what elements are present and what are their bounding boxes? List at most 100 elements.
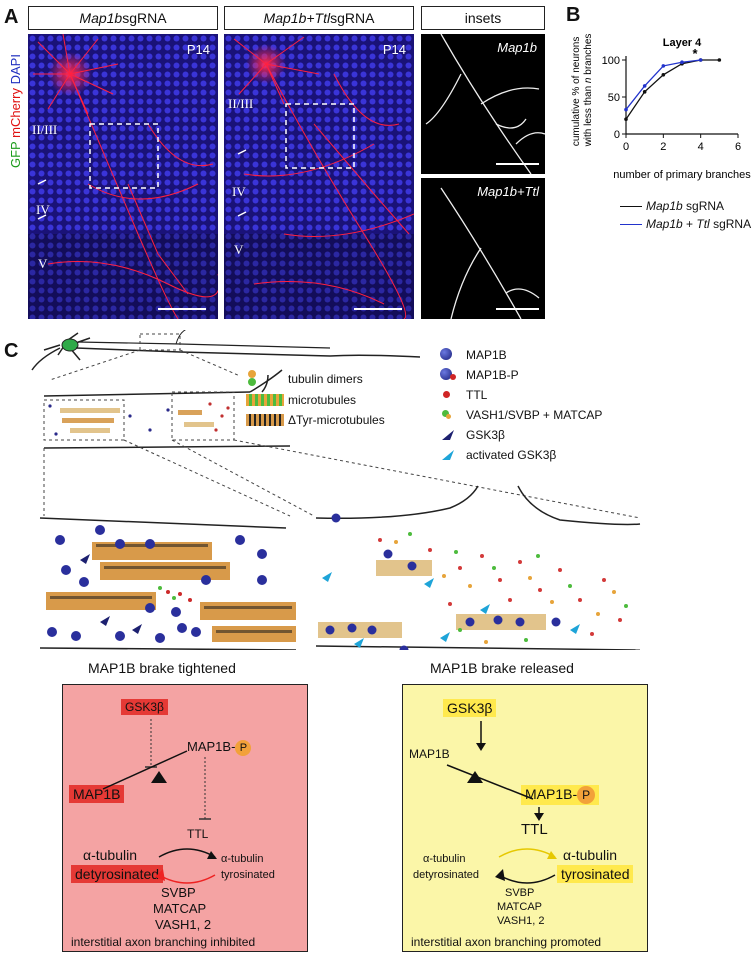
- left-pathway-arrows: [102, 719, 217, 884]
- small-axon-segment: [43, 369, 291, 449]
- axon-brake-tightened: [39, 517, 297, 650]
- micrograph-map1b-ttl: P14 II/III IV V: [224, 34, 414, 319]
- layer-label-23-2: II/III: [228, 96, 254, 111]
- left-vash: VASH1, 2: [155, 917, 212, 932]
- gfp-label: GFP: [8, 141, 23, 169]
- right-svbp: SVBP: [505, 887, 535, 899]
- right-pathway-arrows: [446, 721, 557, 884]
- channel-label: GFP mCherry DAPI: [8, 54, 23, 168]
- chart-title: Layer 4: [663, 37, 702, 49]
- micrograph-map1b-image: [28, 34, 218, 319]
- legend-label-dtyr: ΔTyr-microtubules: [288, 413, 385, 427]
- layer-label-23-1: II/III: [32, 122, 58, 137]
- brake-released-box: GSK3β MAP1B MAP1B-P TTL α-tubulin detyro…: [402, 684, 648, 952]
- inset-map1b-ttl-image: [440, 187, 540, 319]
- chart-legend: Map1b sgRNA Map1b + Ttl sgRNA: [620, 198, 754, 234]
- mt-r2: [376, 560, 432, 576]
- header-map1b-rest: sgRNA: [122, 10, 167, 26]
- inset-label-bottom: Map1b+Ttl: [477, 184, 539, 199]
- chart-xlabel: number of primary branches: [613, 169, 751, 181]
- axon-schematic: [31, 330, 641, 650]
- right-atub-1: α-tubulin: [423, 853, 466, 865]
- series-point-1: [642, 84, 647, 88]
- legend-vash: VASH1/SVBP + MATCAP: [436, 406, 736, 426]
- significance-star: *: [693, 46, 699, 61]
- layer-label-4-2: IV: [232, 184, 246, 199]
- x-tick-label: 0: [623, 141, 629, 153]
- right-title: MAP1B brake released: [430, 660, 574, 676]
- mt-5: [212, 626, 296, 642]
- dtyr-microtubule-icon: [246, 414, 284, 426]
- legend-dtyr: ΔTyr-microtubules: [246, 410, 416, 430]
- legend-tubulin: tubulin dimers: [246, 368, 416, 390]
- micrograph-map1b-ttl-image: [224, 34, 414, 319]
- axon-brake-released: [315, 485, 641, 650]
- legend-gsk: GSK3β: [436, 426, 736, 446]
- header-insets: insets: [421, 6, 545, 30]
- inset-map1b-ttl: Map1b+Ttl: [421, 178, 545, 319]
- activated-gsk3b-icon: [442, 450, 454, 460]
- legend-label-map1b-p: MAP1B-P: [466, 368, 519, 382]
- header-map1b-gene: Map1b: [79, 10, 123, 26]
- series-point-1: [624, 107, 628, 112]
- series-line-0: [625, 59, 720, 120]
- right-matcap: MATCAP: [497, 901, 543, 913]
- header-map1b-ttl: Map1b+Ttl sgRNA: [224, 6, 414, 30]
- series-point-0: [624, 117, 628, 121]
- legend-label-gsk: GSK3β: [466, 428, 505, 442]
- legend-proteins: MAP1B MAP1B-P TTL VASH1/SVBP + MATCAP GS…: [436, 346, 736, 466]
- mt-3: [46, 592, 156, 610]
- legend-label-tubulin: tubulin dimers: [288, 372, 363, 386]
- inset-map1b-image: [425, 34, 545, 174]
- legend-map1b: MAP1B: [436, 346, 736, 366]
- map1b-p-icon: [440, 368, 452, 380]
- mt-4: [200, 602, 296, 620]
- mcherry-label: mCherry: [8, 88, 23, 138]
- series-point-1: [698, 58, 703, 62]
- y-tick-label: 0: [614, 129, 620, 141]
- micrograph-map1b: P14 II/III IV V: [28, 34, 218, 319]
- left-footer: interstitial axon branching inhibited: [71, 935, 256, 949]
- right-gsk3b: GSK3β: [443, 699, 497, 717]
- right-tyr: tyrosinated: [557, 865, 634, 883]
- right-detyr: detyrosinated: [413, 869, 480, 881]
- dapi-label: DAPI: [8, 54, 23, 85]
- neuron-icon: [31, 332, 91, 371]
- chart-ylabel: cumulative % of neurons with less than n…: [571, 34, 594, 148]
- map1b-icon: [440, 348, 452, 360]
- header-map1b-ttl-gene: Map1b+Ttl: [263, 10, 331, 26]
- mt-r1: [318, 622, 402, 638]
- layer-label-5-2: V: [234, 242, 244, 257]
- y-tick-label: 50: [608, 92, 620, 104]
- inset-map1b: Map1b: [421, 34, 545, 174]
- chart-ylabel-line2: with less than n branches: [583, 34, 594, 148]
- legend-label-map1b-ttl: Map1b + Ttl sgRNA: [646, 217, 752, 231]
- tubulin-dimer-icon: [248, 370, 256, 378]
- right-ttl: TTL: [521, 821, 548, 838]
- legend-label-microtubules: microtubules: [288, 393, 357, 407]
- axon-zoom-box: [139, 333, 181, 351]
- age-label-2: P14: [382, 42, 406, 57]
- left-matcap: MATCAP: [153, 901, 207, 916]
- legend-item-map1b-ttl: Map1b + Ttl sgRNA: [620, 216, 754, 234]
- gsk3b-icon: [442, 430, 454, 440]
- legend-label-vash: VASH1/SVBP + MATCAP: [466, 408, 603, 422]
- legend-swatch-map1b-ttl: [620, 224, 642, 225]
- left-atub-1: α-tubulin: [83, 847, 138, 863]
- right-map1b-p: MAP1B-P: [521, 785, 600, 805]
- legend-item-map1b: Map1b sgRNA: [620, 198, 754, 216]
- right-map1b: MAP1B: [409, 747, 450, 761]
- ttl-icon: [443, 391, 450, 398]
- layer-label-5-1: V: [38, 256, 48, 271]
- right-vash: VASH1, 2: [497, 915, 545, 927]
- legend-map1bp: MAP1B-P: [436, 366, 736, 386]
- left-tyr: tyrosinated: [221, 869, 275, 881]
- left-map1b: MAP1B: [69, 785, 125, 803]
- x-tick-label: 6: [735, 141, 741, 153]
- header-map1b-ttl-rest: sgRNA: [330, 10, 375, 26]
- inset-label-top: Map1b: [497, 40, 537, 55]
- mt-2: [100, 562, 230, 580]
- vash-icon: [442, 410, 449, 417]
